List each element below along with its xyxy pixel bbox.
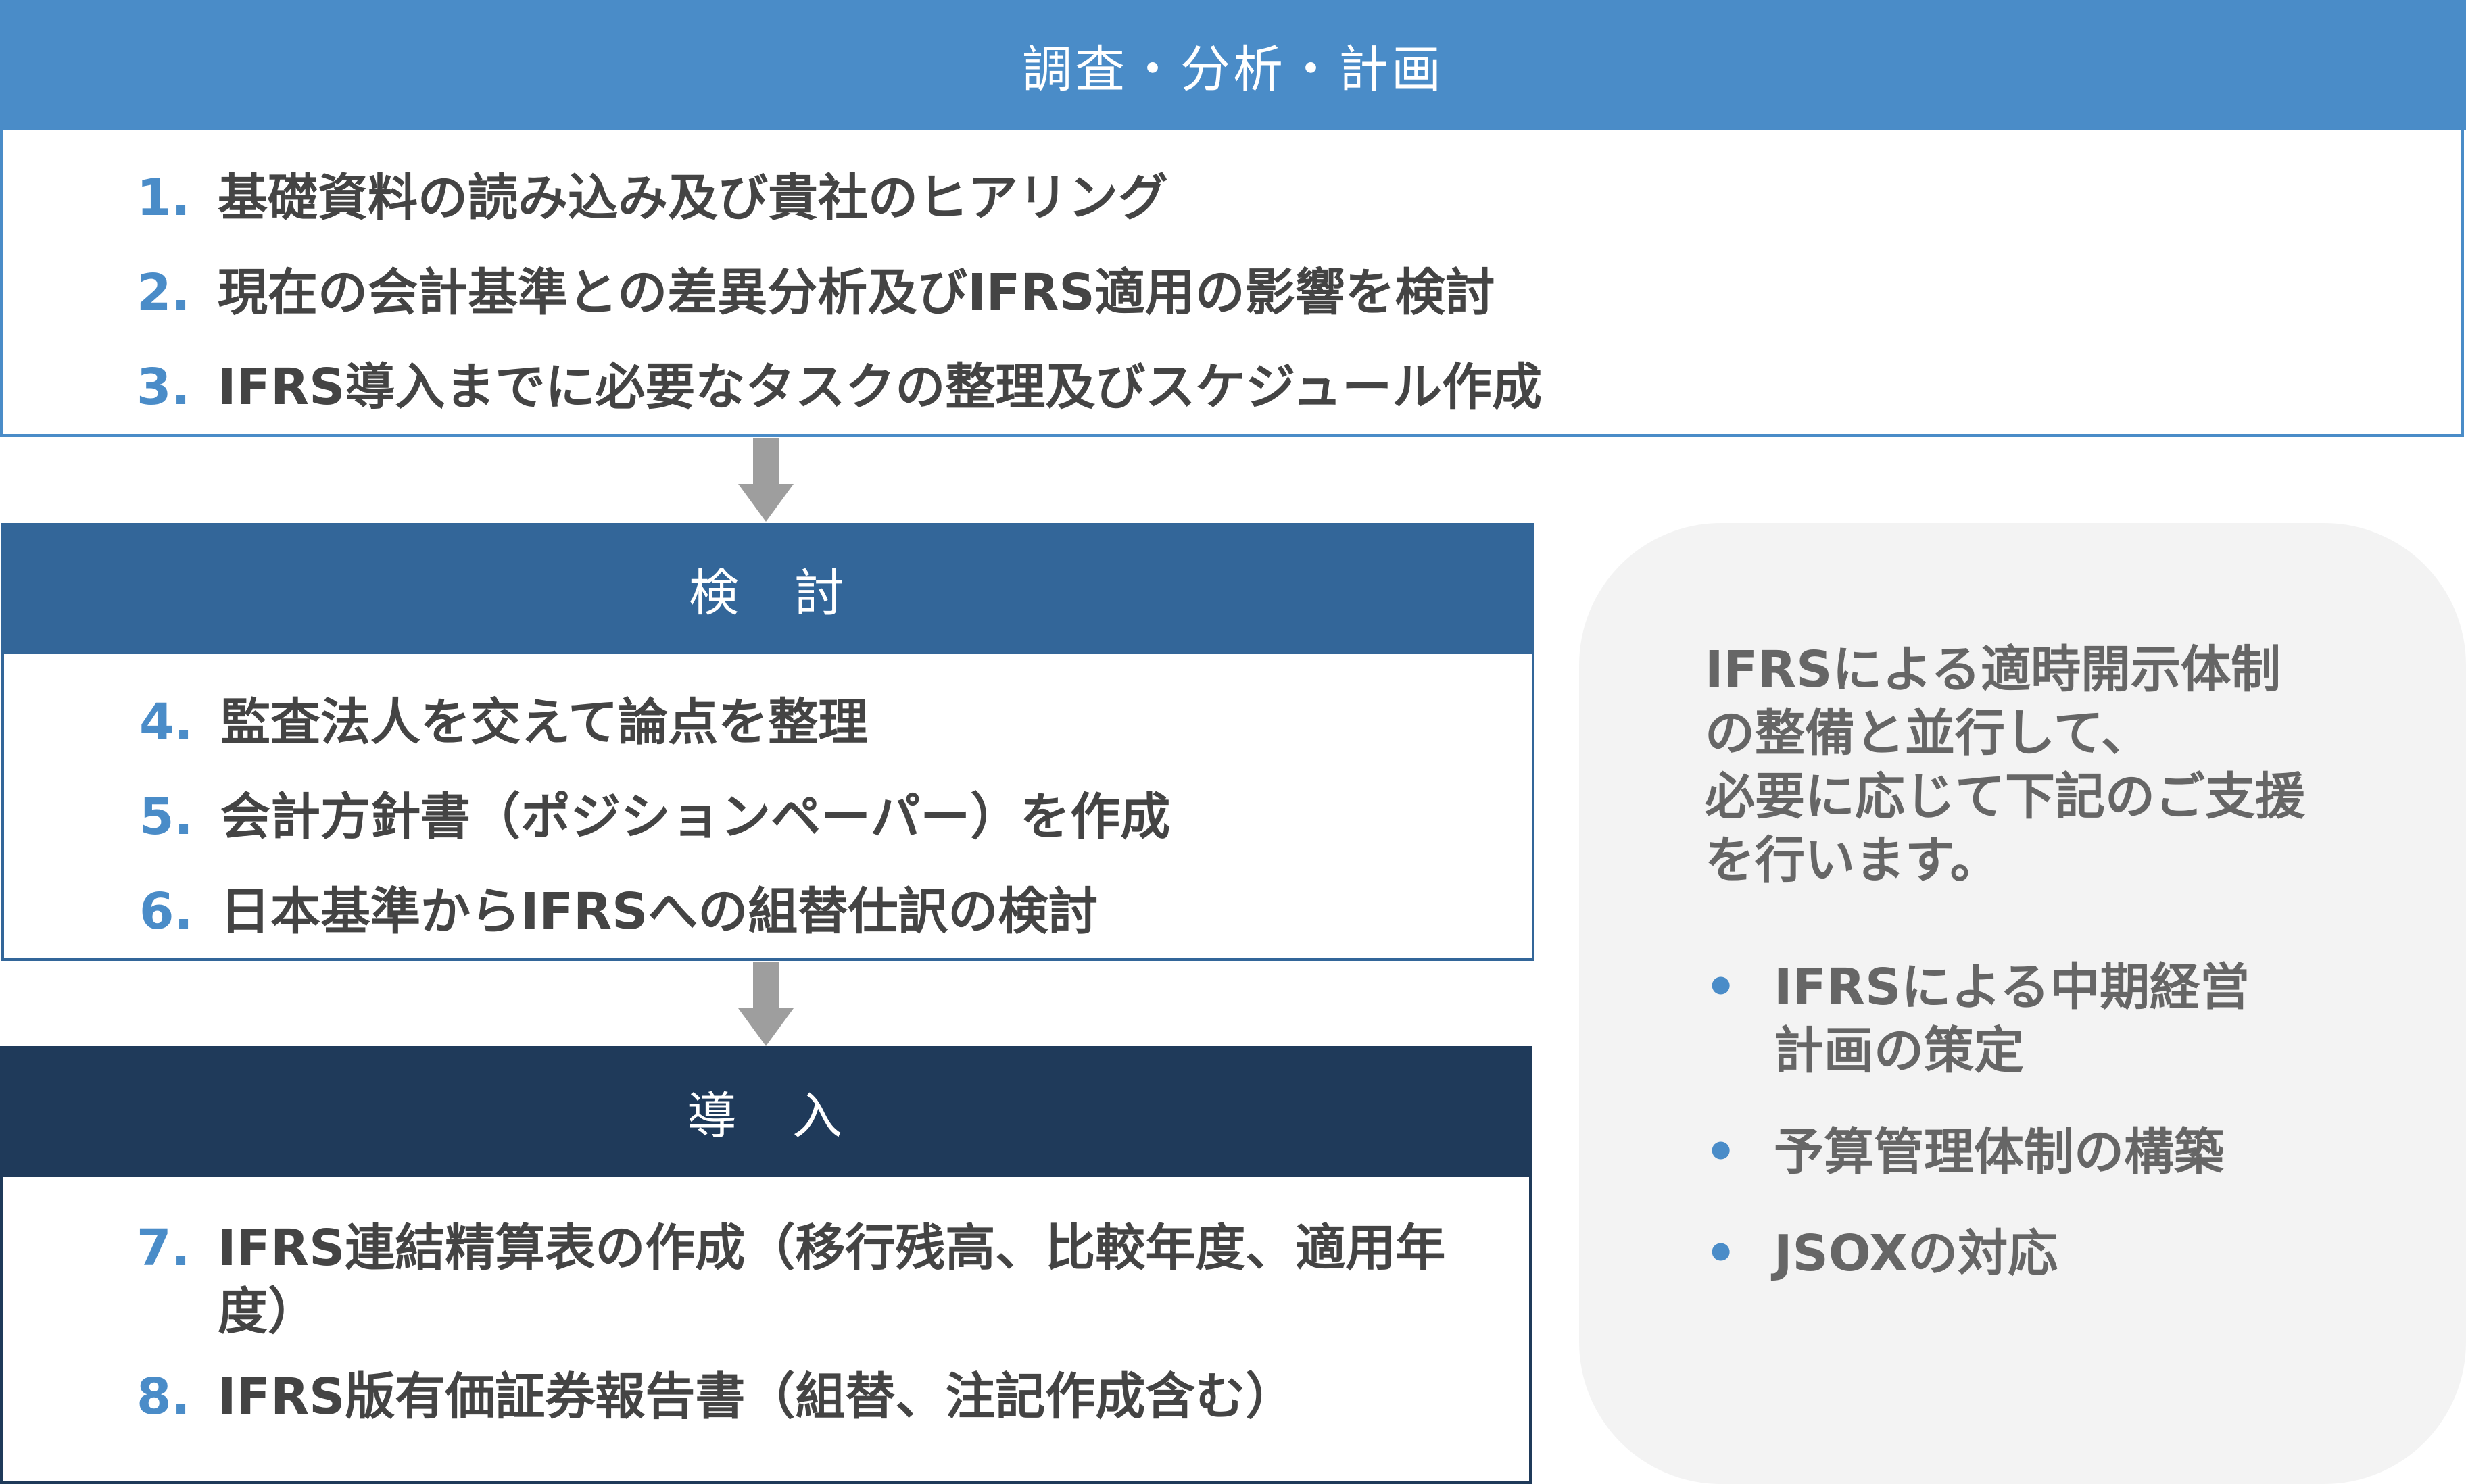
step-item: 7. IFRS連結精算表の作成（移行残高、比較年度、適用年度） xyxy=(137,1216,1461,1343)
bullet-icon: • xyxy=(1705,1225,1737,1283)
bullet-icon: • xyxy=(1705,1123,1737,1181)
step-number: 1. xyxy=(137,169,191,227)
phase-1-steps: 1. 基礎資料の読み込み及び貴社のヒアリング 2. 現在の会計基準との差異分析及… xyxy=(137,166,2461,419)
support-list-item: • 予算管理体制の構築 xyxy=(1705,1120,2421,1184)
phase-2-steps: 4. 監査法人を交えて論点を整理 5. 会計方針書（ポジションペーパー）を作成 … xyxy=(139,691,1532,943)
phase-3-steps: 7. IFRS連結精算表の作成（移行残高、比較年度、適用年度） 8. IFRS版… xyxy=(137,1216,1461,1429)
step-number: 2. xyxy=(137,264,191,322)
step-text: IFRS版有価証券報告書（組替、注記作成含む） xyxy=(218,1368,1296,1426)
step-item: 8. IFRS版有価証券報告書（組替、注記作成含む） xyxy=(137,1365,1461,1429)
down-arrow-icon xyxy=(738,962,794,1046)
step-number: 3. xyxy=(137,358,191,416)
phase-3-title: 導 入 xyxy=(687,1087,845,1145)
step-number: 8. xyxy=(137,1368,191,1426)
support-item-text: IFRSによる中期経営 計画の策定 xyxy=(1774,958,2250,1080)
step-number: 6. xyxy=(139,883,193,941)
phase-1-header: 調査・分析・計画 xyxy=(0,0,2466,130)
step-number: 5. xyxy=(139,788,193,846)
bullet-icon: • xyxy=(1705,958,1737,1016)
phase-1-title: 調査・分析・計画 xyxy=(1022,40,1444,99)
step-text: 現在の会計基準との差異分析及びIFRS適用の影響を検討 xyxy=(218,264,1495,322)
support-list-item: • JSOXの対応 xyxy=(1705,1222,2421,1285)
down-arrow-icon xyxy=(738,438,794,522)
phase-1-body: 1. 基礎資料の読み込み及び貴社のヒアリング 2. 現在の会計基準との差異分析及… xyxy=(0,130,2464,437)
step-item: 5. 会計方針書（ポジションペーパー）を作成 xyxy=(139,785,1532,849)
phase-2-body: 4. 監査法人を交えて論点を整理 5. 会計方針書（ポジションペーパー）を作成 … xyxy=(1,654,1534,961)
step-text: 会計方針書（ポジションペーパー）を作成 xyxy=(220,788,1171,846)
step-item: 3. IFRS導入までに必要なタスクの整理及びスケジュール作成 xyxy=(137,355,2461,419)
step-item: 1. 基礎資料の読み込み及び貴社のヒアリング xyxy=(137,166,2461,230)
support-item-text: 予算管理体制の構築 xyxy=(1774,1123,2224,1181)
support-list-item: • IFRSによる中期経営 計画の策定 xyxy=(1705,956,2421,1083)
step-text: IFRS導入までに必要なタスクの整理及びスケジュール作成 xyxy=(218,358,1543,416)
step-item: 2. 現在の会計基準との差異分析及びIFRS適用の影響を検討 xyxy=(137,261,2461,324)
phase-2-header: 検 討 xyxy=(1,523,1534,654)
step-text: 監査法人を交えて論点を整理 xyxy=(220,693,869,751)
step-number: 4. xyxy=(139,693,193,751)
step-text: 基礎資料の読み込み及び貴社のヒアリング xyxy=(218,169,1168,227)
phase-2-title: 検 討 xyxy=(689,564,847,622)
phase-3-body: 7. IFRS連結精算表の作成（移行残高、比較年度、適用年度） 8. IFRS版… xyxy=(0,1177,1532,1484)
phase-3-header: 導 入 xyxy=(0,1046,1532,1177)
step-text: IFRS連結精算表の作成（移行残高、比較年度、適用年度） xyxy=(218,1219,1446,1341)
support-panel: IFRSによる適時開示体制 の整備と並行して、 必要に応じて下記のご支援 を行い… xyxy=(1579,523,2466,1484)
step-number: 7. xyxy=(137,1219,191,1277)
support-item-text: JSOXの対応 xyxy=(1774,1225,2058,1283)
step-item: 6. 日本基準からIFRSへの組替仕訳の検討 xyxy=(139,880,1532,943)
step-text: 日本基準からIFRSへの組替仕訳の検討 xyxy=(220,883,1098,941)
step-item: 4. 監査法人を交えて論点を整理 xyxy=(139,691,1532,754)
support-list: • IFRSによる中期経営 計画の策定 • 予算管理体制の構築 • JSOXの対… xyxy=(1705,956,2421,1323)
support-intro: IFRSによる適時開示体制 の整備と並行して、 必要に応じて下記のご支援 を行い… xyxy=(1705,641,2305,889)
